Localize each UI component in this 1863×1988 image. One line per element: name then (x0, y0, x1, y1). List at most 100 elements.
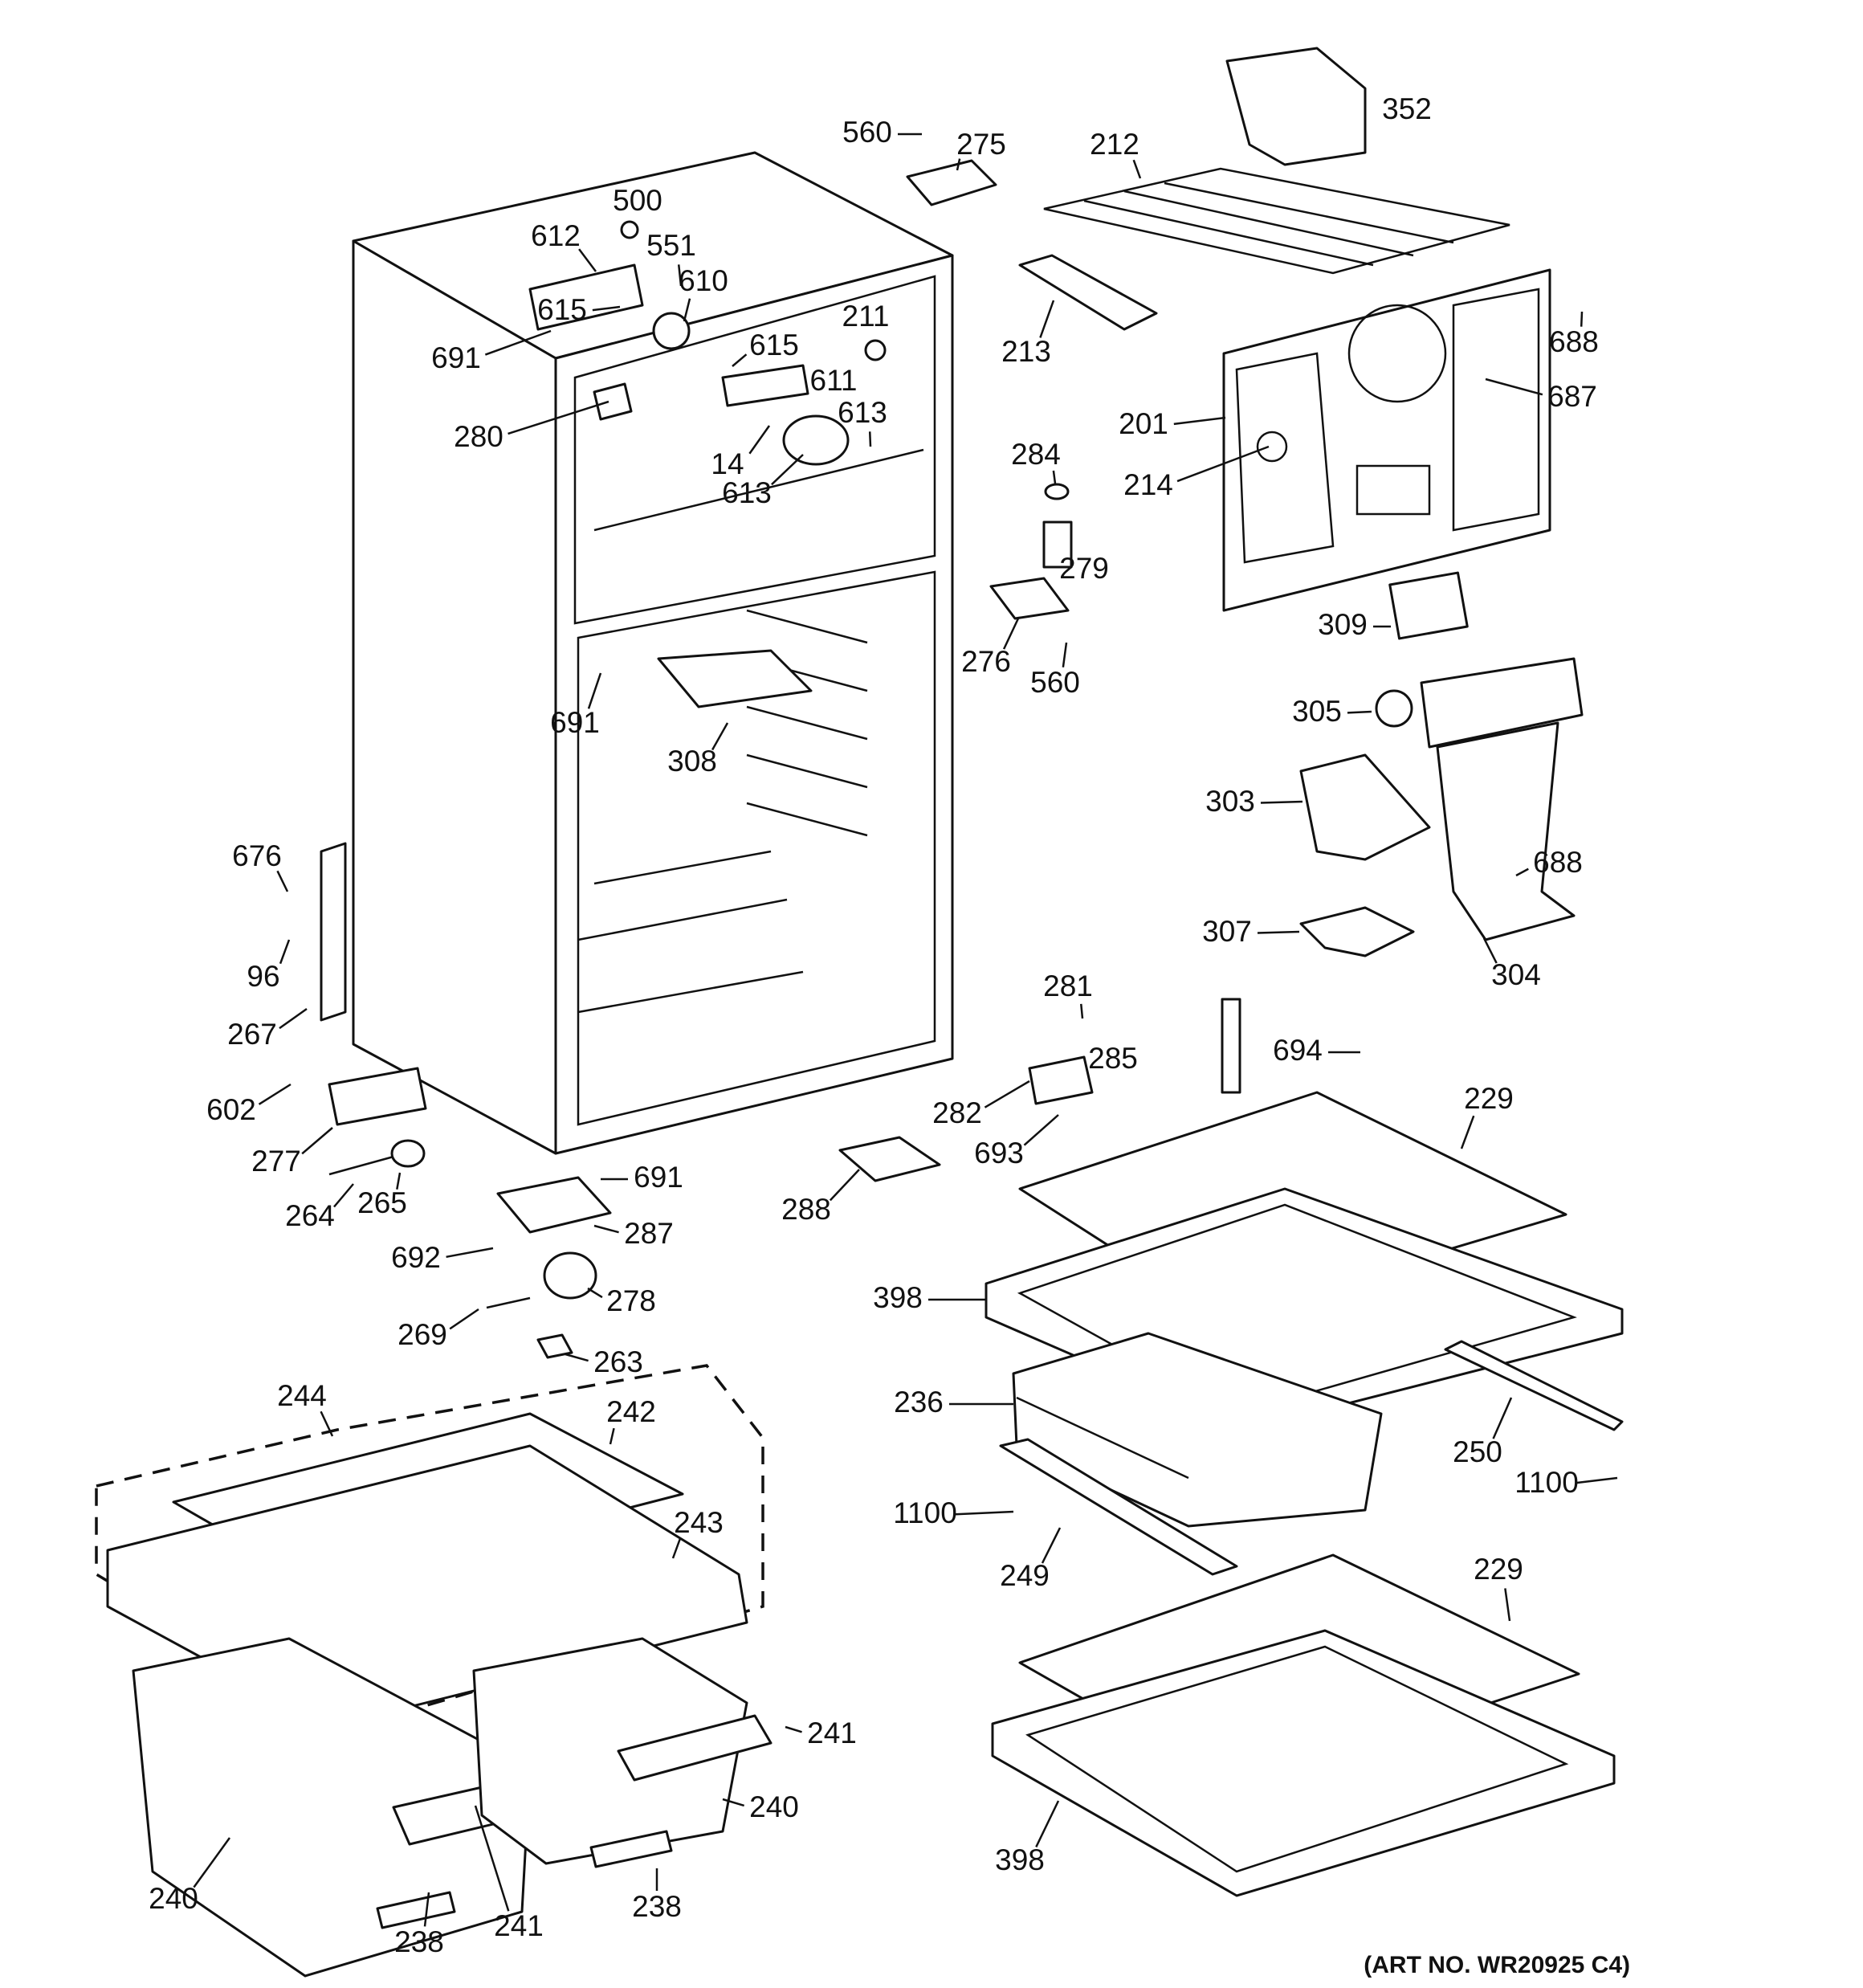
part-213-ice-tray (1018, 254, 1158, 331)
leader-line-615 (732, 353, 748, 367)
part-label-688: 688 (1549, 325, 1599, 358)
leader-line-691 (484, 329, 552, 356)
part-307-housing (1299, 906, 1415, 957)
part-278-wheel (543, 1251, 597, 1300)
part-label-687: 687 (1547, 380, 1597, 413)
part-label-688: 688 (1533, 846, 1583, 879)
part-label-398: 398 (995, 1843, 1045, 1876)
part-label-282: 282 (932, 1096, 982, 1129)
part-label-242: 242 (606, 1395, 656, 1428)
part-label-240: 240 (749, 1790, 799, 1823)
part-211 (864, 339, 887, 361)
part-280-clip (593, 382, 633, 421)
part-label-269: 269 (397, 1318, 447, 1351)
part-352-ice-bucket (1225, 47, 1367, 166)
part-label-280: 280 (454, 420, 503, 453)
leader-line-304 (1482, 937, 1498, 964)
part-label-305: 305 (1292, 695, 1342, 728)
part-label-612: 612 (531, 219, 581, 252)
part-label-238: 238 (394, 1925, 444, 1958)
part-282-bracket (1028, 1055, 1094, 1105)
part-label-267: 267 (227, 1018, 277, 1051)
leader-line-240 (722, 1798, 745, 1807)
part-label-307: 307 (1202, 915, 1252, 948)
part-label-602: 602 (206, 1093, 256, 1126)
part-285-post (1221, 998, 1241, 1094)
part-label-611: 611 (810, 364, 858, 397)
part-249-drawer-cover (999, 1438, 1238, 1576)
part-label-238: 238 (632, 1890, 682, 1923)
part-label-560: 560 (842, 116, 892, 149)
part-label-241: 241 (807, 1717, 857, 1749)
part-label-398: 398 (873, 1281, 923, 1314)
part-label-277: 277 (251, 1145, 301, 1178)
part-label-692: 692 (391, 1241, 441, 1274)
leader-line-241 (785, 1725, 802, 1733)
part-250-slide-rail (1444, 1340, 1624, 1431)
leader-line-243 (671, 1538, 682, 1559)
leader-line-241 (474, 1805, 510, 1912)
part-label-276: 276 (961, 645, 1011, 678)
part-label-1100: 1100 (893, 1496, 957, 1529)
leader-line-250 (1492, 1397, 1513, 1439)
leader-line-1100 (1576, 1476, 1618, 1484)
part-label-694: 694 (1273, 1034, 1323, 1067)
part-309-label (1388, 571, 1469, 640)
leader-line-687 (1485, 378, 1543, 396)
part-238-clip-left (376, 1891, 456, 1929)
part-287-bracket (496, 1176, 612, 1234)
leader-line-613 (771, 454, 804, 486)
part-label-241: 241 (494, 1909, 544, 1942)
part-label-229: 229 (1464, 1082, 1514, 1115)
part-263-leveler (536, 1333, 573, 1359)
part-265-roller (390, 1139, 426, 1168)
part-201-evaporator-cover (1222, 268, 1551, 612)
leader-line-281 (1080, 1003, 1084, 1019)
part-label-676: 676 (232, 839, 282, 872)
part-label-691: 691 (550, 706, 600, 739)
leader-line-278 (587, 1287, 603, 1299)
leader-line-96 (279, 939, 291, 965)
part-label-275: 275 (956, 128, 1006, 161)
leader-line-612 (578, 248, 597, 272)
cabinet (352, 151, 954, 1155)
part-304-air-duct (1420, 657, 1584, 941)
part-label-243: 243 (674, 1506, 724, 1539)
part-label-236: 236 (894, 1386, 944, 1419)
part-label-240: 240 (149, 1882, 198, 1915)
part-267-hinge-plate (320, 842, 347, 1022)
part-label-309: 309 (1318, 608, 1368, 641)
part-label-610: 610 (679, 264, 728, 297)
part-284-washer (1044, 483, 1070, 500)
leader-line-265 (396, 1172, 402, 1190)
part-212-wire-shelf (1043, 167, 1510, 275)
part-label-284: 284 (1011, 438, 1061, 471)
leader-line-308 (711, 722, 729, 751)
part-label-500: 500 (613, 184, 662, 217)
leader-lines (193, 133, 1618, 1927)
leader-line-602 (258, 1083, 291, 1105)
part-label-615: 615 (537, 293, 587, 326)
leader-line-676 (276, 870, 289, 892)
leader-line-201 (1173, 416, 1226, 426)
part-label-693: 693 (974, 1137, 1024, 1170)
part-label-285: 285 (1088, 1042, 1138, 1075)
leader-line-14 (748, 425, 771, 455)
leader-line-280 (508, 400, 609, 435)
leader-line-242 (609, 1427, 615, 1445)
part-612-bracket (528, 263, 644, 331)
part-label-560: 560 (1030, 666, 1080, 699)
part-label-96: 96 (247, 960, 279, 993)
leader-line-238 (423, 1892, 430, 1927)
part-613-fan-blade (782, 414, 850, 466)
part-238-clip-right (589, 1830, 673, 1868)
leader-line-264 (333, 1183, 354, 1208)
part-308-shelf (657, 649, 813, 708)
part-label-14: 14 (711, 447, 744, 480)
leader-line-214 (1176, 445, 1270, 483)
leader-line-213 (1039, 300, 1055, 338)
leader-line-688 (1580, 311, 1584, 327)
part-label-691: 691 (634, 1161, 683, 1194)
